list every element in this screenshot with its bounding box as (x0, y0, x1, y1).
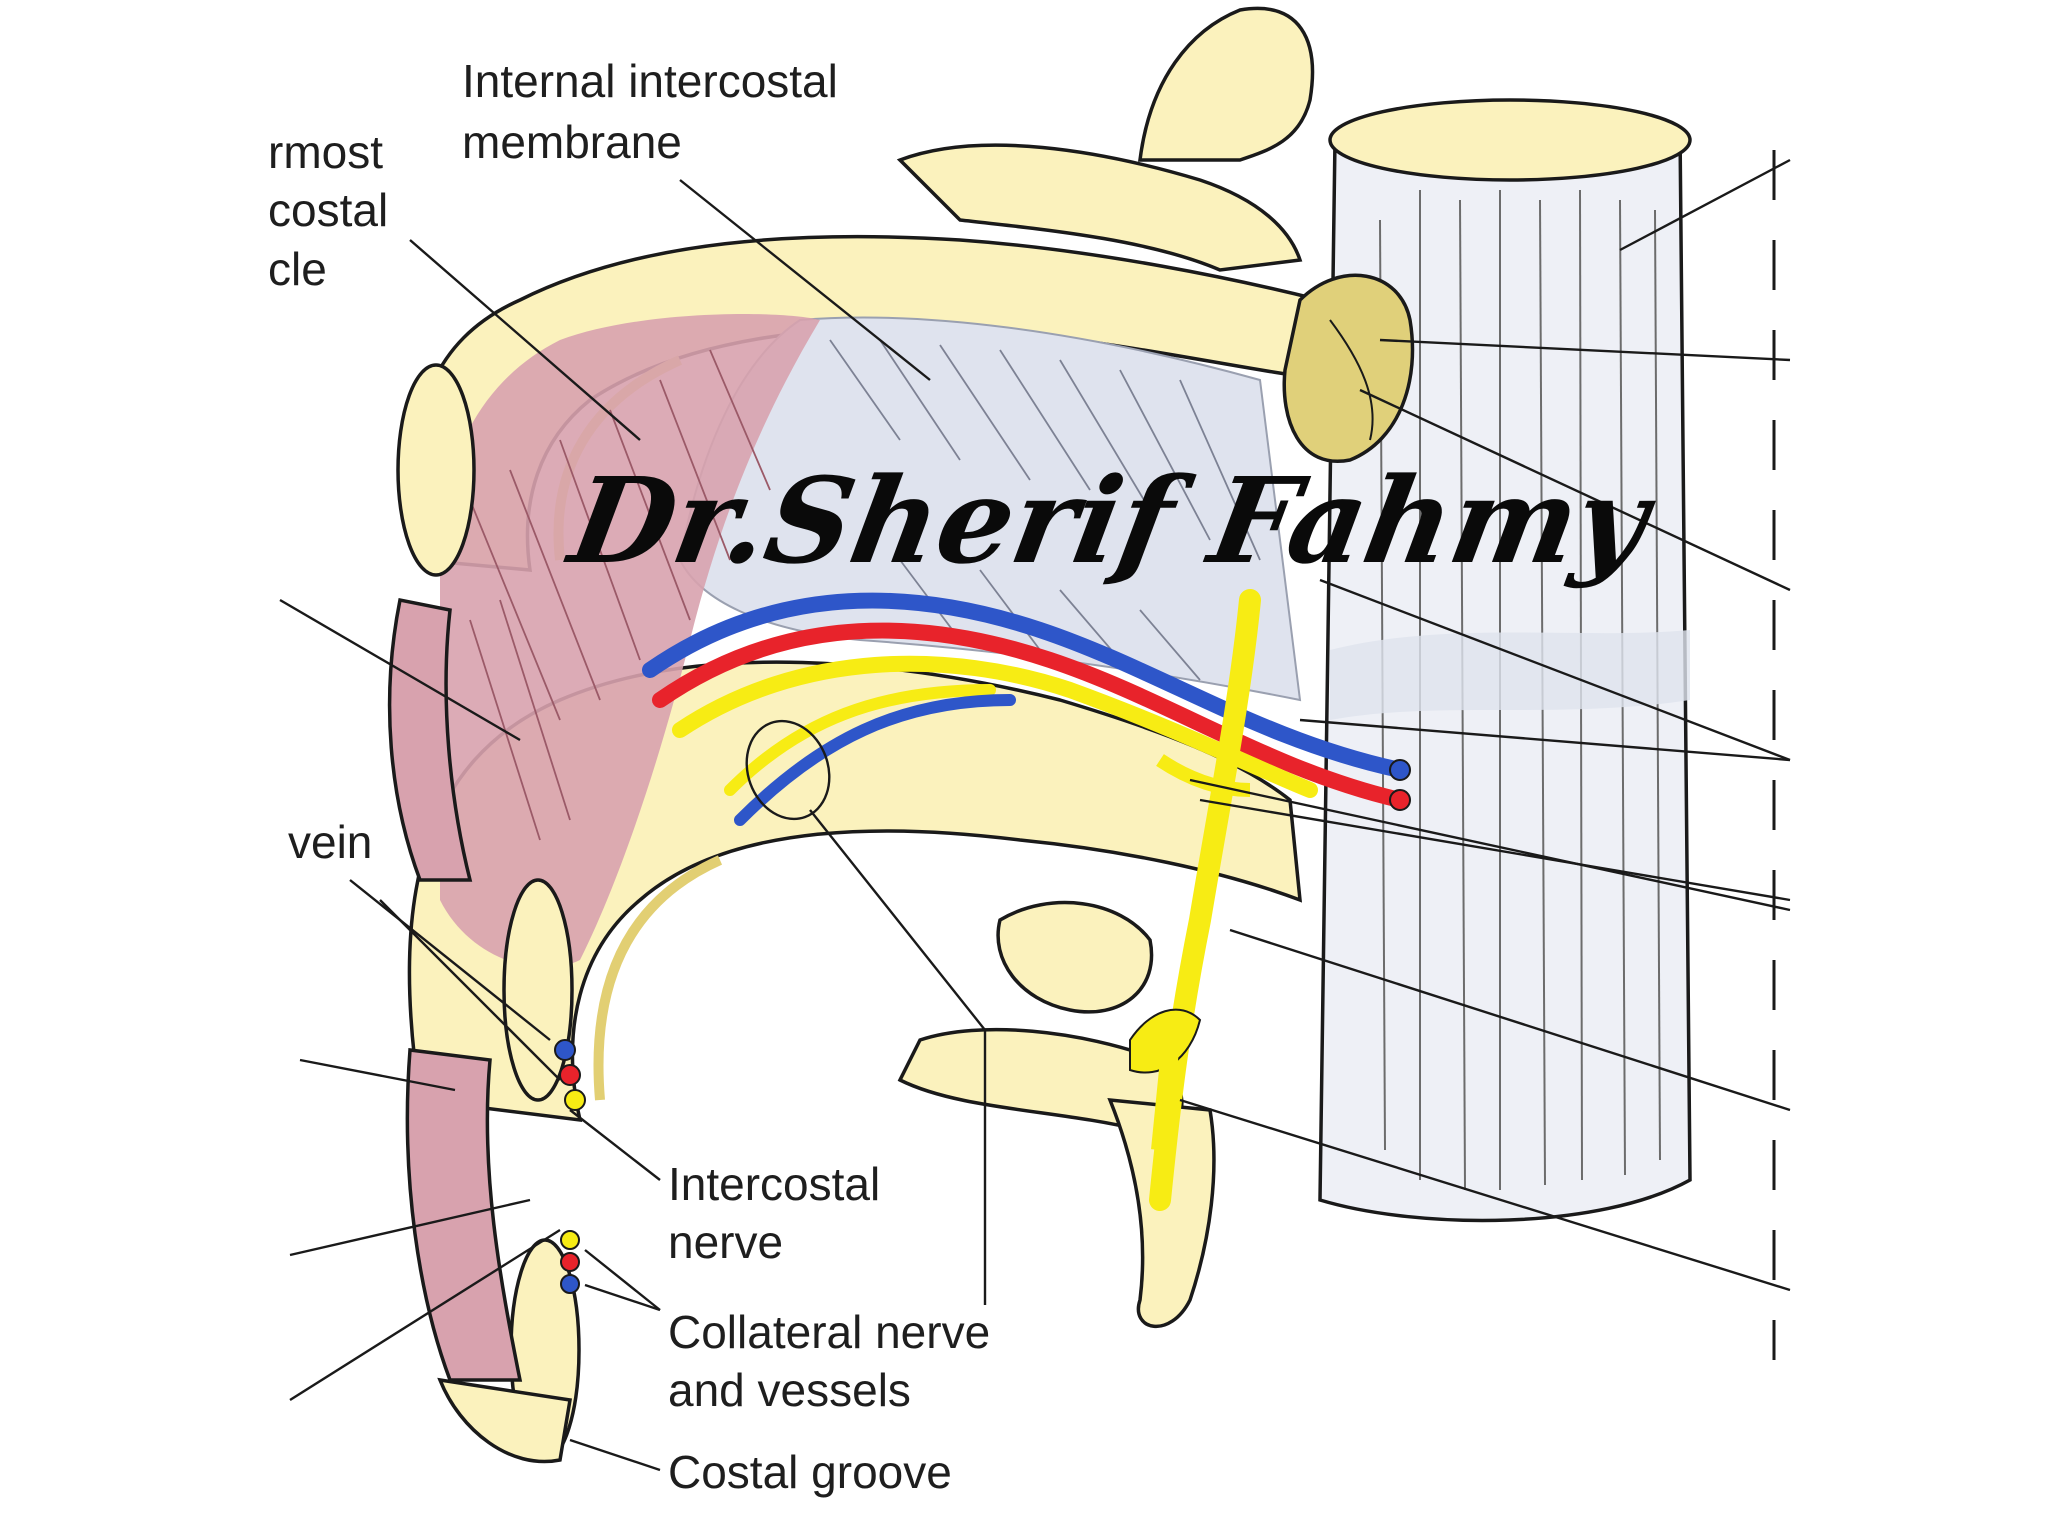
label-collateral-nerve-1: Collateral nerve (668, 1306, 990, 1358)
label-intercostal-nerve-2: nerve (668, 1216, 783, 1268)
leader-lines (279, 150, 1791, 1472)
label-innermost-intercostal-1: rmost (268, 126, 383, 178)
neurovascular-bundle (554, 589, 1411, 1294)
label-innermost-intercostal-3: cle (268, 243, 327, 295)
intercostal-space (440, 314, 1302, 968)
labels: Internal intercostal membrane rmost cost… (268, 55, 990, 1498)
costovertebral-facet (1282, 273, 1415, 464)
watermark-text: Dr.Sherif Fahmy (558, 452, 1665, 591)
vertebra-upper-processes (896, 6, 1315, 272)
label-innermost-intercostal-2: costal (268, 184, 388, 236)
label-collateral-nerve-2: and vessels (668, 1364, 911, 1416)
label-internal-intercostal-membrane-2: membrane (462, 116, 682, 168)
vertebral-body (1318, 98, 1692, 1223)
label-vein: vein (288, 816, 372, 868)
label-costal-groove: Costal groove (668, 1446, 952, 1498)
vertebra-lower-processes (897, 900, 1216, 1329)
label-internal-intercostal-membrane-1: Internal intercostal (462, 55, 838, 107)
label-intercostal-nerve-1: Intercostal (668, 1158, 880, 1210)
